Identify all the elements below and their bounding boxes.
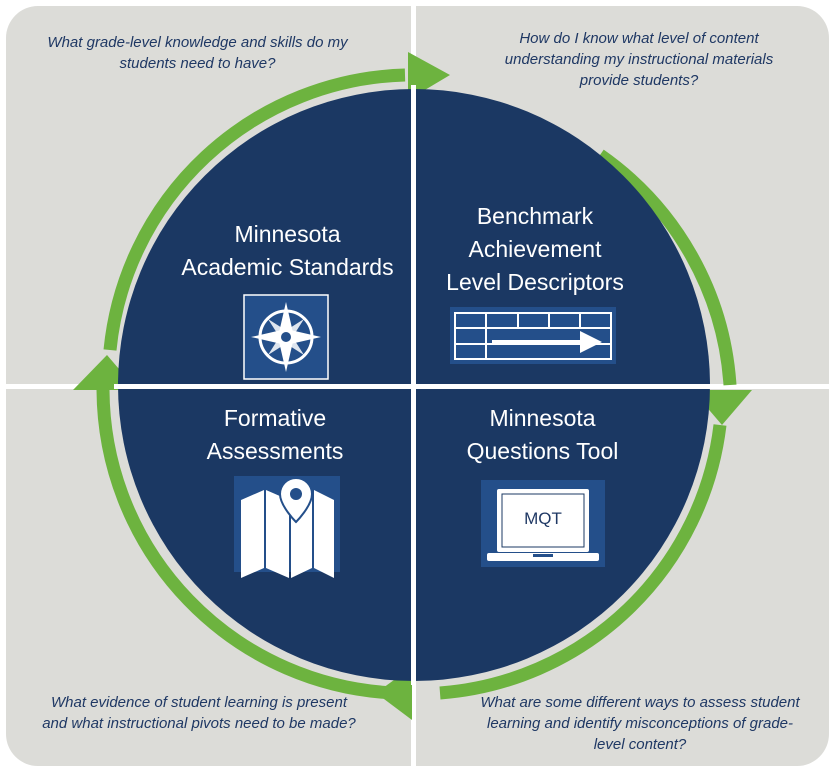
title-line: Minnesota: [234, 221, 341, 247]
title-line: Assessments: [206, 438, 344, 464]
title-academic-standards: Minnesota Academic Standards: [155, 218, 420, 284]
progress-table-icon: [450, 307, 616, 364]
title-line: Questions Tool: [466, 438, 619, 464]
question-achievement-levels: How do I know what level of content unde…: [504, 30, 774, 89]
question-standards: What grade-level knowledge and skills do…: [47, 34, 348, 72]
arc-right: [596, 149, 737, 386]
question-formative-assessments: What evidence of student learning is pre…: [42, 694, 356, 732]
title-line: Level Descriptors: [446, 269, 624, 295]
arc-bottom: [439, 424, 727, 700]
compass-rose-icon: [243, 294, 329, 380]
question-questions-tool: What are some different ways to assess s…: [480, 694, 800, 753]
laptop-icon: [481, 480, 605, 567]
title-line: Formative: [223, 405, 327, 431]
laptop-screen-label: MQT: [524, 509, 562, 528]
map-pin-icon: [234, 476, 340, 578]
title-line: Achievement: [468, 236, 602, 262]
title-questions-tool: Minnesota Questions Tool: [445, 402, 640, 468]
title-formative-assessments: Formative Assessments: [170, 402, 380, 468]
title-line: Benchmark: [476, 203, 594, 229]
title-achievement-level-descriptors: Benchmark Achievement Level Descriptors: [425, 200, 645, 299]
arc-left: [96, 389, 396, 700]
circle-horizontal-divider: [114, 384, 714, 389]
title-line: Academic Standards: [181, 254, 394, 280]
cycle-arrows: [96, 68, 737, 700]
arc-top: [103, 68, 406, 351]
arrow-head-top: [408, 52, 450, 100]
title-line: Minnesota: [489, 405, 596, 431]
